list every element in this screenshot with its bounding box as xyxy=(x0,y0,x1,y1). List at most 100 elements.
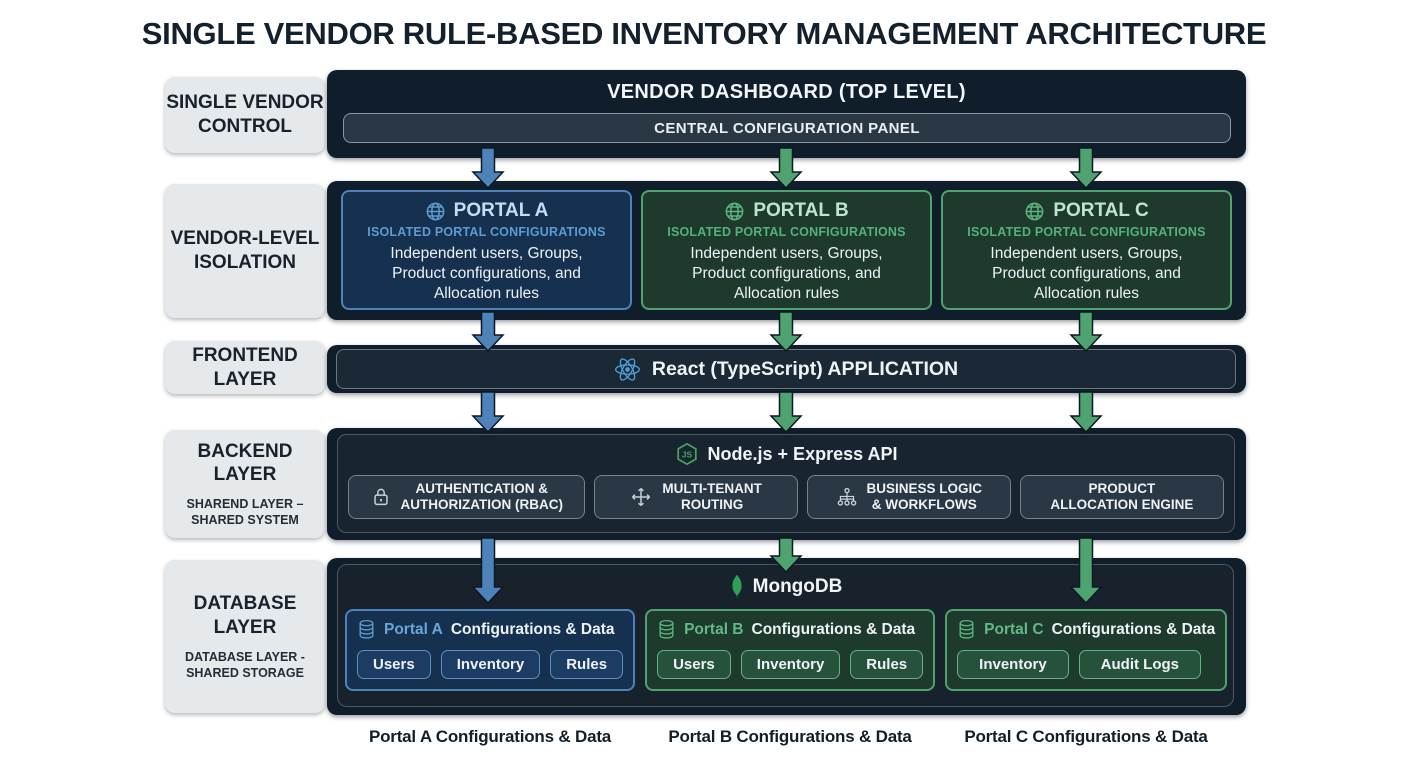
database-row: MongoDB Portal A Configurations & Data U… xyxy=(327,558,1246,715)
service-product-allocation-engine: PRODUCT ALLOCATION ENGINE xyxy=(1019,475,1225,519)
vendor-dashboard-box: VENDOR DASHBOARD (TOP LEVEL) CENTRAL CON… xyxy=(327,70,1246,158)
mongodb-leaf-icon xyxy=(732,574,742,599)
store-title: Portal C Configurations & Data xyxy=(957,619,1215,640)
flow-arrow-portal-c-to-frontend xyxy=(1069,311,1103,352)
portal-description: Independent users, Groups, Product confi… xyxy=(990,245,1183,303)
layer-label-database: DATABASE LAYER DATABASE LAYER - SHARED S… xyxy=(165,560,325,713)
portal-c-header: PORTAL C xyxy=(943,200,1230,222)
portal-b-box: PORTAL B ISOLATED PORTAL CONFIGURATIONS … xyxy=(641,190,932,310)
database-icon xyxy=(659,619,674,639)
globe-icon xyxy=(426,202,445,220)
collection-chip: Audit Logs xyxy=(1078,650,1201,679)
portal-name: PORTAL C xyxy=(1053,200,1149,221)
service-label: PRODUCT ALLOCATION ENGINE xyxy=(1050,481,1194,512)
collection-chip: Inventory xyxy=(740,650,841,679)
portal-a-header: PORTAL A xyxy=(343,200,630,222)
footer-portal-b: Portal B Configurations & Data xyxy=(668,727,912,746)
portal-a-store: Portal A Configurations & Data Users Inv… xyxy=(345,609,636,691)
portal-description: Independent users, Groups, Product confi… xyxy=(390,245,583,303)
store-title-rest: Configurations & Data xyxy=(1051,620,1216,638)
store-portal-name: Portal C xyxy=(984,620,1044,638)
backend-row: JS Node.js + Express API AUTHENTICATION … xyxy=(327,428,1246,540)
layer-label-vendor-level-isolation: VENDOR-LEVEL ISOLATION xyxy=(165,184,325,318)
database-stores: Portal A Configurations & Data Users Inv… xyxy=(338,600,1233,691)
svg-text:JS: JS xyxy=(681,450,692,460)
store-title: Portal B Configurations & Data xyxy=(657,619,923,640)
footer-portal-c: Portal C Configurations & Data xyxy=(964,727,1208,746)
layer-label-single-vendor-control: SINGLE VENDOR CONTROL xyxy=(165,77,325,153)
mongodb-label: MongoDB xyxy=(752,576,843,597)
collection-chip: Rules xyxy=(850,650,924,679)
service-authentication-authorization: AUTHENTICATION & AUTHORIZATION (RBAC) xyxy=(348,475,585,519)
flow-arrow-dashboard-to-portal-b xyxy=(769,147,803,189)
portal-c-box: PORTAL C ISOLATED PORTAL CONFIGURATIONS … xyxy=(941,190,1232,310)
central-configuration-panel-label: CENTRAL CONFIGURATION PANEL xyxy=(654,119,920,137)
service-multi-tenant-routing: MULTI-TENANT ROUTING xyxy=(593,475,798,519)
portal-subtitle: ISOLATED PORTAL CONFIGURATIONS xyxy=(967,225,1206,239)
layer-label-backend: BACKEND LAYER SHAREND LAYER – SHARED SYS… xyxy=(165,430,325,538)
collection-chip: Users xyxy=(357,650,431,679)
footer-portal-a: Portal A Configurations & Data xyxy=(368,727,612,746)
layer-label-text: DATABASE LAYER xyxy=(193,593,297,638)
store-title: Portal A Configurations & Data xyxy=(357,619,623,640)
portal-subtitle: ISOLATED PORTAL CONFIGURATIONS xyxy=(367,225,606,239)
layer-sublabel-text: DATABASE LAYER - SHARED STORAGE xyxy=(185,649,305,680)
layer-label-text: VENDOR-LEVEL ISOLATION xyxy=(170,228,320,273)
vendor-dashboard-title: VENDOR DASHBOARD (TOP LEVEL) xyxy=(607,81,966,103)
portal-a-box: PORTAL A ISOLATED PORTAL CONFIGURATIONS … xyxy=(341,190,632,310)
nodejs-icon: JS xyxy=(676,442,697,466)
flow-arrow-frontend-to-backend-b xyxy=(769,391,803,433)
flow-arrow-dashboard-to-portal-c xyxy=(1069,147,1103,189)
react-application-panel: React (TypeScript) APPLICATION xyxy=(336,349,1236,389)
service-label: MULTI-TENANT ROUTING xyxy=(662,481,762,512)
central-configuration-panel: CENTRAL CONFIGURATION PANEL xyxy=(343,113,1231,143)
move-arrows-icon xyxy=(632,487,651,507)
portal-b-store: Portal B Configurations & Data Users Inv… xyxy=(645,609,936,691)
layer-sublabel-text: SHAREND LAYER – SHARED SYSTEM xyxy=(186,497,304,528)
service-label: AUTHENTICATION & AUTHORIZATION (RBAC) xyxy=(400,481,563,512)
mongodb-header: MongoDB xyxy=(338,574,1233,600)
database-icon xyxy=(959,619,974,639)
portal-c-store: Portal C Configurations & Data Inventory… xyxy=(945,609,1228,691)
layer-label-text: SINGLE VENDOR CONTROL xyxy=(166,92,324,137)
store-collections: Users Inventory Rules xyxy=(357,650,624,679)
store-portal-name: Portal A xyxy=(384,620,443,638)
react-application-label: React (TypeScript) APPLICATION xyxy=(651,357,959,380)
flow-arrow-backend-to-store-a xyxy=(471,537,505,604)
portal-description: Independent users, Groups, Product confi… xyxy=(690,245,883,303)
layer-label-frontend: FRONTEND LAYER xyxy=(165,341,325,394)
portal-subtitle: ISOLATED PORTAL CONFIGURATIONS xyxy=(667,225,906,239)
nodejs-api-panel: JS Node.js + Express API AUTHENTICATION … xyxy=(337,434,1235,533)
store-collections: Users Inventory Rules xyxy=(657,650,924,679)
workflow-icon xyxy=(837,487,856,506)
collection-chip: Users xyxy=(657,650,731,679)
globe-icon xyxy=(725,202,744,220)
service-business-logic-workflows: BUSINESS LOGIC & WORKFLOWS xyxy=(806,475,1011,519)
flow-arrow-portal-a-to-frontend xyxy=(471,311,505,352)
layer-label-text: FRONTEND LAYER xyxy=(192,344,298,390)
globe-icon xyxy=(1025,202,1044,220)
flow-arrow-backend-to-mongodb xyxy=(769,537,803,573)
portal-b-header: PORTAL B xyxy=(643,200,930,222)
store-collections: Inventory Audit Logs xyxy=(957,650,1215,679)
lock-icon xyxy=(373,488,388,506)
collection-chip: Inventory xyxy=(440,650,541,679)
flow-arrow-frontend-to-backend-a xyxy=(471,391,505,433)
flow-arrow-frontend-to-backend-c xyxy=(1069,391,1103,433)
layer-label-text: BACKEND LAYER xyxy=(197,440,293,486)
frontend-row: React (TypeScript) APPLICATION xyxy=(327,345,1246,393)
store-portal-name: Portal B xyxy=(684,620,744,638)
flow-arrow-backend-to-store-c xyxy=(1069,537,1103,604)
backend-services: AUTHENTICATION & AUTHORIZATION (RBAC) MU… xyxy=(338,466,1234,519)
flow-arrow-dashboard-to-portal-a xyxy=(471,147,505,189)
portal-name: PORTAL B xyxy=(753,200,849,221)
store-title-rest: Configurations & Data xyxy=(450,620,615,638)
portal-name: PORTAL A xyxy=(453,200,549,221)
nodejs-api-label: Node.js + Express API xyxy=(707,443,898,464)
collection-chip: Rules xyxy=(550,650,624,679)
react-icon xyxy=(614,357,640,381)
database-icon xyxy=(359,619,374,639)
flow-arrow-portal-b-to-frontend xyxy=(769,311,803,352)
store-title-rest: Configurations & Data xyxy=(751,620,916,638)
vendor-isolation-row: PORTAL A ISOLATED PORTAL CONFIGURATIONS … xyxy=(327,181,1246,320)
